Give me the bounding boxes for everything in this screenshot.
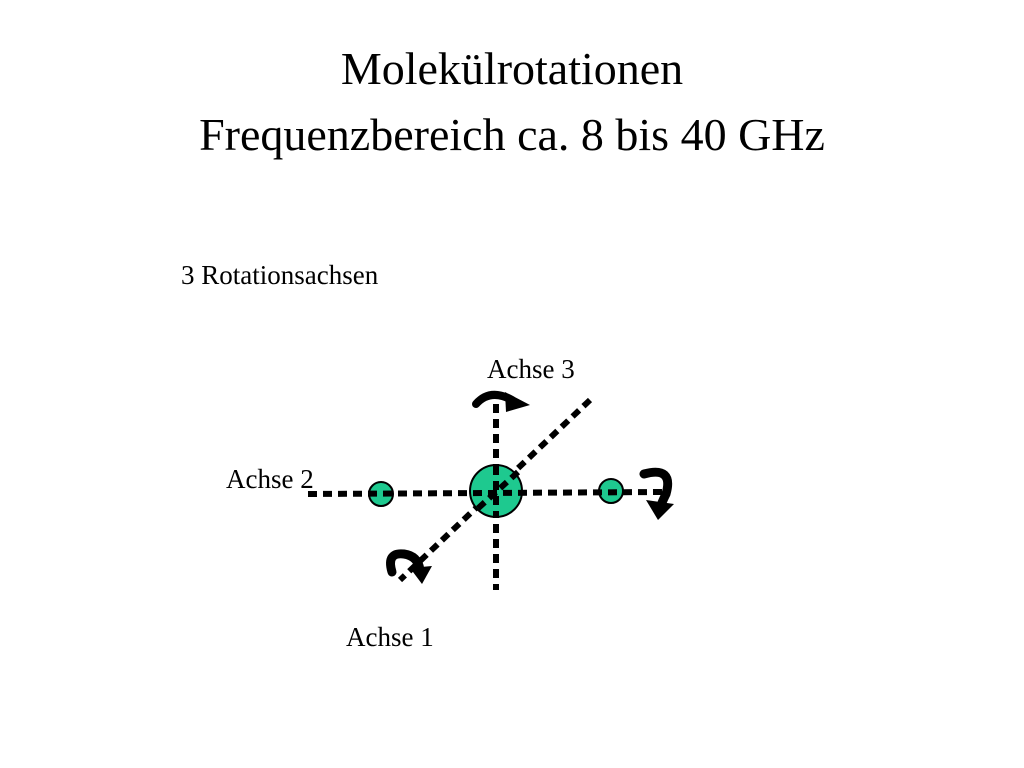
axis-2-label: Achse 2 <box>226 464 314 494</box>
page-subtitle: Frequenzbereich ca. 8 bis 40 GHz <box>199 109 825 160</box>
axis-3-label: Achse 3 <box>487 354 575 384</box>
rotation-arrow-icon <box>639 467 674 520</box>
axis-1-label: Achse 1 <box>346 622 434 652</box>
rotation-arrow-icon <box>472 390 530 412</box>
rotation-axes-caption: 3 Rotationsachsen <box>181 260 379 290</box>
page-title: Molekülrotationen <box>340 43 684 94</box>
rotation-arrow-icon <box>386 549 432 584</box>
axis-1-line-overlay <box>471 469 521 515</box>
axis-1-line <box>397 397 593 583</box>
